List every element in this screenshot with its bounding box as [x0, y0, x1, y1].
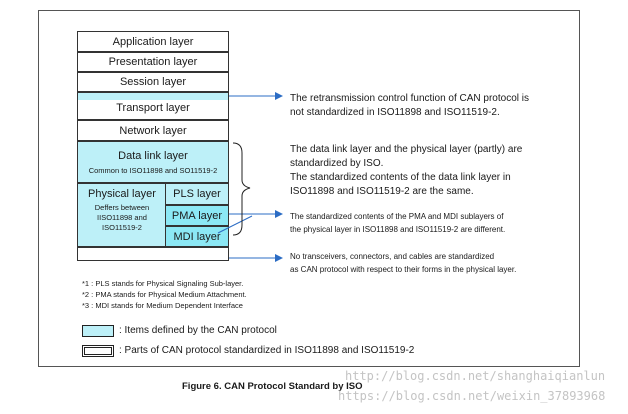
presentation-layer: Presentation layer [77, 52, 229, 72]
physical-layer-title: Physical layer [88, 188, 156, 200]
datalink-desc-line3: The standardized contents of the data li… [290, 172, 511, 183]
legend-white-swatch [82, 345, 114, 357]
datalink-brace [232, 142, 251, 236]
transport-desc-line2: not standardized in ISO11898 and ISO1151… [290, 107, 500, 118]
data-link-layer: Data link layer Common to ISO11898 and S… [77, 141, 229, 183]
footnote-pls: *1 : PLS stands for Physical Signaling S… [82, 279, 244, 288]
figure-caption: Figure 6. CAN Protocol Standard by ISO [182, 381, 363, 392]
pma-layer-label: PMA layer [171, 209, 223, 222]
footnotes: *1 : PLS stands for Physical Signaling S… [82, 278, 322, 311]
data-link-title: Data link layer [118, 150, 188, 162]
bottom-desc-line2: as CAN protocol with respect to their fo… [290, 265, 517, 274]
footnote-mdi: *3 : MDI stands for Medium Dependent Int… [82, 301, 243, 310]
physical-note-line2: IISO11898 and [97, 213, 147, 222]
physical-layer-note: Deffers between IISO11898 and ISO11519-2 [78, 203, 166, 233]
data-link-subtitle: Common to ISO11898 and SO11519-2 [88, 166, 218, 175]
watermark-line1: http://blog.csdn.net/shanghaiqianlun [345, 369, 606, 383]
bottom-blank-layer [77, 247, 229, 261]
datalink-desc-line4: ISO11898 and ISO11519-2 are the same. [290, 186, 474, 197]
pma-desc-line1: The standardized contents of the PMA and… [290, 212, 504, 221]
mdi-connector [217, 215, 253, 234]
bottom-description: No transceivers, connectors, and cables … [290, 250, 560, 276]
pls-layer-label: PLS layer [173, 188, 221, 200]
bottom-desc-line1: No transceivers, connectors, and cables … [290, 252, 495, 261]
pls-layer: PLS layer [165, 183, 229, 205]
pma-layer: PMA layer [165, 205, 229, 226]
physical-note-line1: Deffers between [94, 203, 150, 212]
session-layer: Session layer [77, 72, 229, 92]
transport-layer: Transport layer [77, 92, 229, 120]
presentation-layer-label: Presentation layer [108, 56, 198, 68]
mdi-layer: MDI layer [165, 226, 229, 247]
transport-desc-line1: The retransmission control function of C… [290, 93, 529, 104]
network-layer: Network layer [77, 120, 229, 141]
mdi-layer-label: MDI layer [173, 230, 221, 243]
transport-layer-label: Transport layer [116, 102, 190, 114]
legend-white-label: : Parts of CAN protocol standardized in … [119, 345, 415, 356]
application-layer: Application layer [77, 31, 229, 52]
pma-description: The standardized contents of the PMA and… [290, 210, 560, 236]
transport-description: The retransmission control function of C… [290, 92, 560, 120]
physical-note-line3: ISO11519-2 [102, 223, 142, 232]
watermark-line2: https://blog.csdn.net/weixin_37893968 [338, 389, 606, 403]
datalink-desc-line2: standardized by ISO. [290, 158, 384, 169]
transport-cyan-strip [78, 93, 228, 100]
application-layer-label: Application layer [112, 35, 194, 48]
legend-cyan-label: : Items defined by the CAN protocol [119, 325, 277, 336]
footnote-pma: *2 : PMA stands for Physical Medium Atta… [82, 290, 247, 299]
datalink-desc-line1: The data link layer and the physical lay… [290, 144, 523, 155]
diagram-frame [38, 10, 580, 367]
legend-cyan-swatch [82, 325, 114, 337]
network-layer-label: Network layer [119, 124, 187, 137]
pma-desc-line2: the physical layer in ISO11898 and ISO11… [290, 225, 506, 234]
session-layer-label: Session layer [119, 76, 187, 88]
datalink-description: The data link layer and the physical lay… [290, 143, 560, 199]
